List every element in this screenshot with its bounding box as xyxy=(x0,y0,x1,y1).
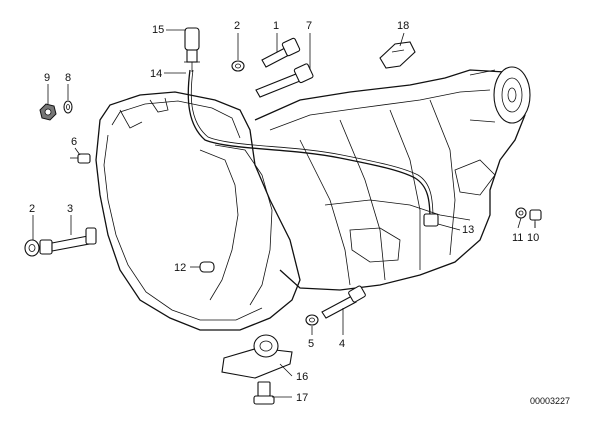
dipstick-handle xyxy=(184,27,200,72)
label-12: 12 xyxy=(174,262,186,274)
output-flange xyxy=(469,66,531,124)
label-3: 3 xyxy=(67,203,73,215)
label-2-left: 2 xyxy=(29,203,35,215)
label-18: 18 xyxy=(397,20,409,32)
dipstick-tube xyxy=(187,69,439,227)
bell-housing xyxy=(95,91,301,331)
bolt-10 xyxy=(529,209,542,228)
label-1: 1 xyxy=(273,20,279,32)
washer-5 xyxy=(305,314,319,326)
label-5: 5 xyxy=(308,338,314,350)
reference-code: 00003227 xyxy=(530,396,570,406)
washer-11 xyxy=(515,207,527,219)
label-15: 15 xyxy=(152,24,164,36)
label-11: 11 xyxy=(512,232,523,244)
bolt-6 xyxy=(70,153,91,164)
bracket-16 xyxy=(221,334,293,379)
label-16: 16 xyxy=(296,371,308,383)
label-17: 17 xyxy=(296,392,308,404)
leader-lines xyxy=(32,29,536,398)
label-14: 14 xyxy=(150,68,162,80)
label-4: 4 xyxy=(339,338,345,350)
washer-left xyxy=(24,239,40,257)
bolt-4 xyxy=(321,285,366,319)
washer-top xyxy=(231,60,245,72)
tube-fitting xyxy=(423,213,439,227)
bracket-18 xyxy=(379,41,416,69)
sleeve-12 xyxy=(199,261,215,273)
washer-8 xyxy=(63,100,73,114)
bolt-17 xyxy=(253,381,275,405)
bolt-1 xyxy=(261,37,301,68)
bolt-7 xyxy=(255,63,314,98)
label-13: 13 xyxy=(462,224,474,236)
label-9: 9 xyxy=(44,72,50,84)
label-10: 10 xyxy=(527,232,539,244)
label-8: 8 xyxy=(65,72,71,84)
nut-9 xyxy=(39,103,57,121)
label-6: 6 xyxy=(71,136,77,148)
bolt-3 xyxy=(39,227,97,255)
label-7: 7 xyxy=(306,20,312,32)
label-2-top: 2 xyxy=(234,20,240,32)
gearbox-body xyxy=(254,69,526,291)
